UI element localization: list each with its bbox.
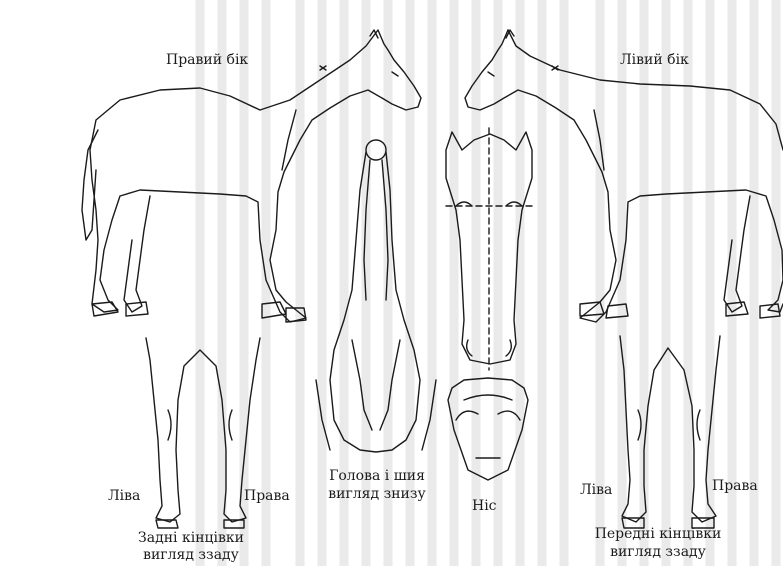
head-neck-bottom-view: [316, 140, 436, 452]
label-hind-caption-line2: вигляд ззаду: [116, 547, 266, 563]
label-fore-right: Права: [712, 478, 758, 494]
label-nose: Ніс: [472, 498, 497, 514]
label-hind-left: Лiва: [108, 488, 140, 504]
background-bleed-texture: [200, 0, 776, 566]
label-fore-caption-line2: вигляд ззаду: [578, 544, 738, 560]
label-hind-caption-line1: Задні кінцівки: [116, 530, 266, 546]
label-fore-left: Ліва: [580, 482, 612, 498]
label-right-side: Правий бік: [166, 52, 248, 68]
label-fore-caption-line1: Передні кінцівки: [578, 526, 738, 542]
label-left-side: Лівий бік: [620, 52, 689, 68]
label-hind-right: Права: [244, 488, 290, 504]
label-head-neck-line1: Голова і шия: [318, 468, 436, 484]
label-head-neck-line2: вигляд знизу: [318, 486, 436, 502]
